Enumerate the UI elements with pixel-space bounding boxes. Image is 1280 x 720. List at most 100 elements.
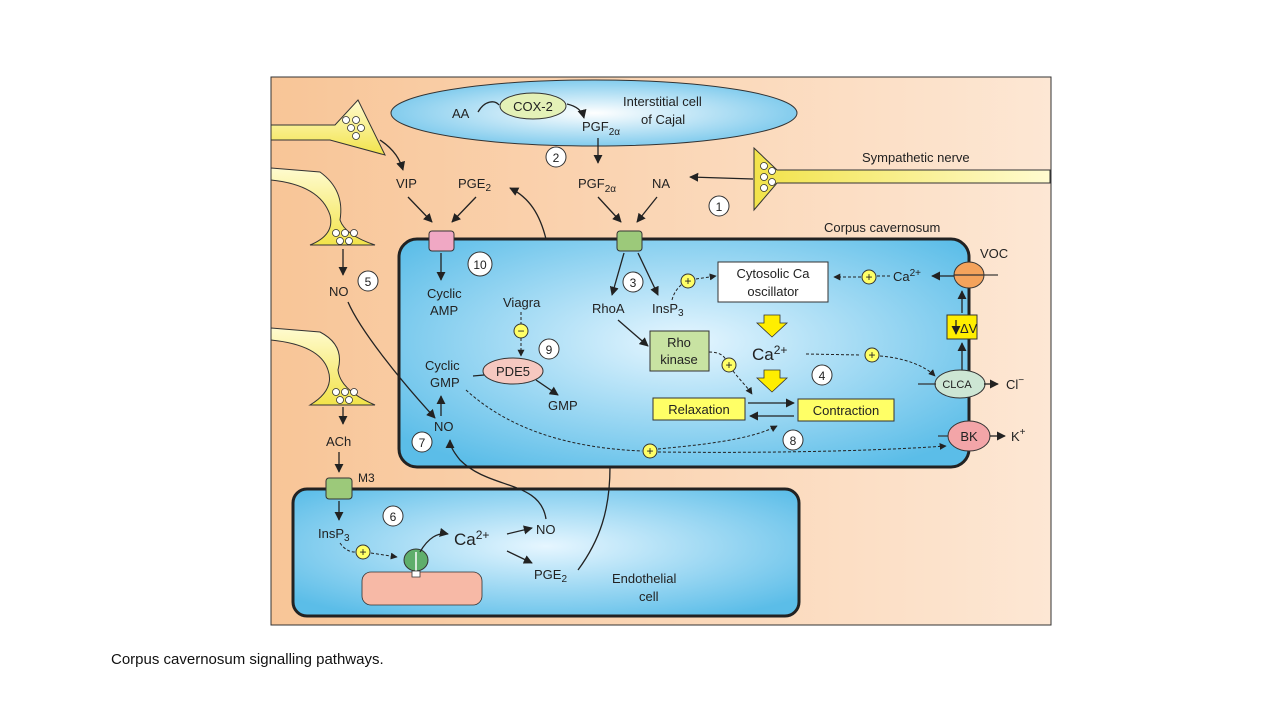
er-store [361,571,483,606]
endo-pge-line [577,466,611,571]
cyclic-amp-label-2: AMP [430,303,458,318]
no-nerve-label: NO [329,284,349,299]
clca-label: CLCA [942,379,972,391]
ca-contraction-yellow-arrow [755,369,789,393]
contraction-box [797,398,895,422]
cl-label: Cl− [1006,375,1024,392]
svg-text:6: 6 [390,510,397,524]
voc-label: VOC [980,246,1008,261]
sympathetic-nerve: Sympathetic nerve [753,146,1051,212]
corpus-cavernosum-label: Corpus cavernosum [824,220,940,235]
ca-no-arrow [506,525,533,535]
rhoa-rhokinase-arrow [617,319,649,347]
k-label: K+ [1011,427,1026,444]
step-number-2: 2 [545,146,567,168]
nerve-vip-arrow [379,139,406,171]
cgmp-plus-icon [642,443,658,459]
insp3-plus-icon [680,273,696,289]
rho-kinase-label: Rho [667,335,691,350]
step-number-9: 9 [538,338,560,360]
endo-plus-receptor-arrow [370,552,398,560]
ca-voc-plus-sign: + [865,270,872,284]
rho-kinase-box [649,330,710,372]
cgmp-plus-dash [465,389,643,452]
interstitial-cell: Interstitial cell of Cajal AA COX-2 PGF2… [390,79,798,147]
rhokinase-plus-dash [708,351,727,361]
step-number-4: 4 [811,364,833,386]
step-number-5: 5 [357,270,379,292]
cgmp-plus-sign: + [646,444,653,458]
plus-clca-arrow [879,355,936,377]
cox2-enzyme [499,92,567,120]
figure-caption: Corpus cavernosum signalling pathways. [111,651,384,668]
ca-clca-plus-icon [864,347,880,363]
pde5-label: PDE5 [496,364,530,379]
endo-no-corpus-arrow [445,439,547,520]
interstitial-cell-label-2: of Cajal [641,112,685,127]
delta-v-label: ΔV [960,321,978,336]
step-number-1: 1 [708,195,730,217]
step-number-7: 7 [411,431,433,453]
nerve-terminal-ach [270,327,376,406]
rhoa-label: RhoA [592,301,625,316]
step-number-3: 3 [622,271,644,293]
ca-endo-label: Ca2+ [454,528,489,549]
ca-pge-arrow [506,550,533,564]
svg-text:5: 5 [365,275,372,289]
aa-arrow [477,101,500,113]
no-corpus-label: NO [434,419,454,434]
cyclic-gmp-label-2: GMP [430,375,460,390]
cytosolic-label-2: oscillator [747,284,799,299]
cytosolic-oscillator-box [717,261,829,303]
insp3-receptor-base [411,570,421,578]
bk-channel: BK [938,420,1006,452]
endothelial-label-2: cell [639,589,659,604]
na-label: NA [652,176,670,191]
vip-receptor-arrow [407,196,433,223]
ca-voc-plus-icon [861,269,877,285]
plus-bk-arrow [657,442,947,453]
step-number-8: 8 [782,429,804,451]
endothelial-label: Endothelial [612,571,676,586]
rho-kinase-label-2: kinase [660,352,698,367]
cytosolic-label: Cytosolic Ca [737,266,811,281]
svg-text:10: 10 [473,258,487,272]
vip-label: VIP [396,176,417,191]
relaxation-label: Relaxation [668,402,729,417]
pge-endo-label: PGE2 [534,567,567,585]
contraction-label: Contraction [813,403,879,418]
no-diffusion-arrow [347,301,436,419]
svg-text:4: 4 [819,369,826,383]
receptor-insp3-arrow [637,252,659,296]
pgf-receptor-arrow [597,196,622,223]
endo-plus-sign: + [359,545,366,559]
cyclic-gmp-label: Cyclic [425,358,460,373]
vip-pge-receptor [428,230,455,252]
aa-label: AA [452,106,470,121]
insp3-plus-sign: + [684,274,691,288]
svg-text:2: 2 [553,151,560,165]
svg-text:1: 1 [716,200,723,214]
plus-relaxation-arrow [657,425,778,450]
bk-label: BK [960,429,978,444]
svg-text:3: 3 [630,276,637,290]
viagra-minus-sign: − [517,324,524,338]
rho-plus-icon [721,357,737,373]
pge-top-label: PGE2 [458,176,491,194]
nerve-terminal-top [270,99,386,156]
rho-plus-sign: + [725,358,732,372]
insp3-corpus-label: InsP3 [652,301,684,319]
sympathetic-label: Sympathetic nerve [862,150,970,165]
pde5-enzyme [482,357,544,385]
svg-text:8: 8 [790,434,797,448]
m3-receptor [325,477,353,500]
sympathetic-na-arrow [689,172,754,182]
interstitial-cell-label: Interstitial cell [623,94,702,109]
nerve-terminal-no [270,167,376,246]
cyclic-amp-label: Cyclic [427,286,462,301]
svg-text:9: 9 [546,343,553,357]
ca-plus-clca-dash [805,353,861,356]
na-receptor-arrow [636,196,658,223]
insp3-plus-dash [671,283,683,301]
